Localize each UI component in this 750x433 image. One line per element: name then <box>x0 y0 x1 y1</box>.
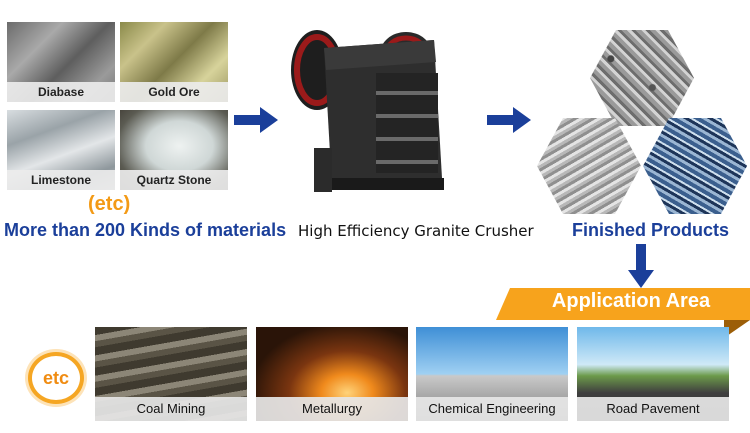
arrow-down-icon <box>628 244 654 288</box>
crusher-caption: High Efficiency Granite Crusher <box>298 222 534 240</box>
etc-circle-badge: etc <box>28 352 84 404</box>
material-label: Gold Ore <box>120 82 228 102</box>
material-tile-limestone: Limestone <box>7 110 115 190</box>
application-tile-chemical-engineering: Chemical Engineering <box>416 327 568 421</box>
arrow-right-icon <box>234 107 278 133</box>
application-tile-metallurgy: Metallurgy <box>256 327 408 421</box>
application-tile-road-pavement: Road Pavement <box>577 327 729 421</box>
material-label: Quartz Stone <box>120 170 228 190</box>
material-label: Limestone <box>7 170 115 190</box>
material-tile-gold-ore: Gold Ore <box>120 22 228 102</box>
materials-headline: More than 200 Kinds of materials <box>4 220 287 240</box>
material-tile-quartz-stone: Quartz Stone <box>120 110 228 190</box>
etc-label: (etc) <box>88 193 131 215</box>
product-aggregate-gray <box>590 30 694 126</box>
arrow-right-icon <box>487 107 531 133</box>
application-label: Chemical Engineering <box>416 397 568 421</box>
products-title: Finished Products <box>572 220 730 240</box>
application-tile-coal-mining: Coal Mining <box>95 327 247 421</box>
application-label: Coal Mining <box>95 397 247 421</box>
application-label: Road Pavement <box>577 397 729 421</box>
application-label: Metallurgy <box>256 397 408 421</box>
product-aggregate-blue <box>643 118 747 214</box>
jaw-crusher-image <box>291 30 444 192</box>
application-banner-label: Application Area <box>551 290 711 312</box>
product-aggregate-light <box>537 118 641 214</box>
material-label: Diabase <box>7 82 115 102</box>
material-tile-diabase: Diabase <box>7 22 115 102</box>
application-banner <box>496 288 750 320</box>
